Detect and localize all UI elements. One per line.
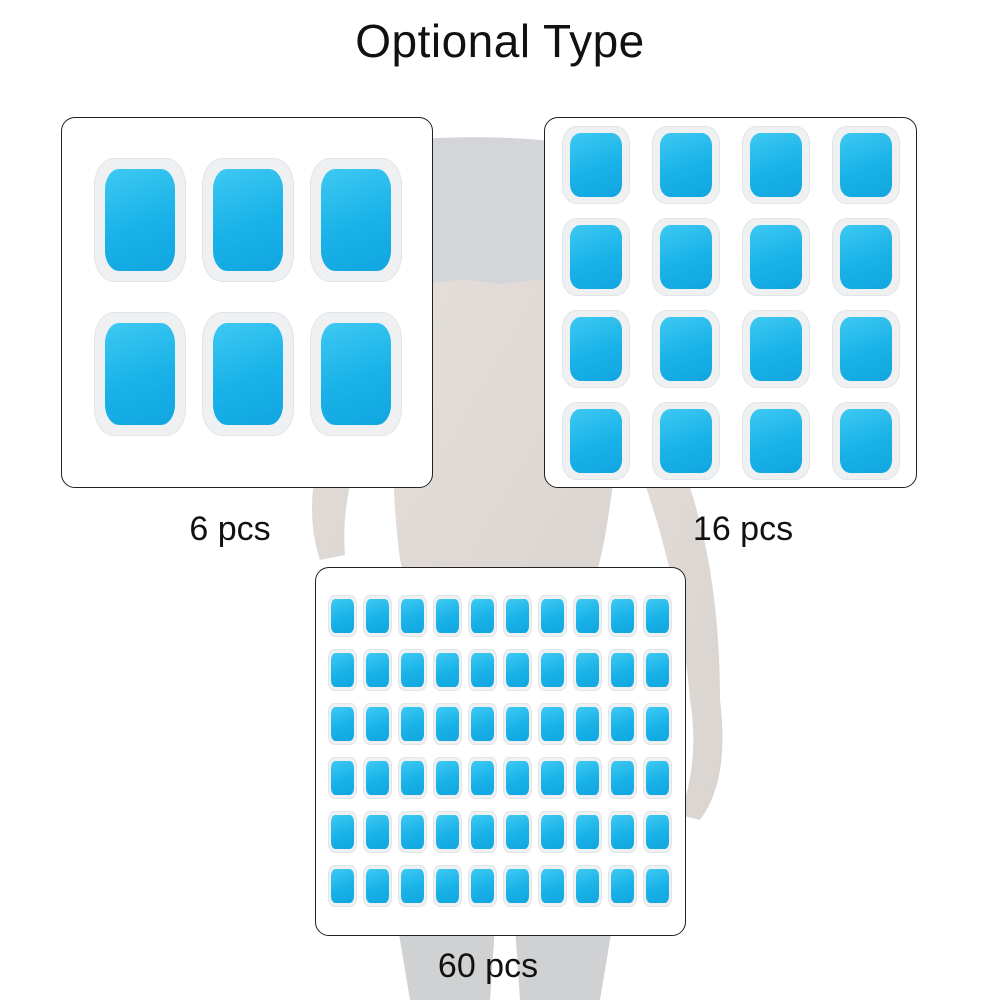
gel-pad [643,649,672,691]
gel-pad [398,703,427,745]
gel-pad [608,595,637,637]
gel-pad [832,310,900,388]
gel-pad [538,595,567,637]
gel-pad [398,649,427,691]
gel-pad [468,703,497,745]
gel-pad [573,865,602,907]
gel-pad [503,649,532,691]
gel-pad [468,865,497,907]
gel-pad [433,595,462,637]
gel-pad [742,402,810,480]
gel-pad [398,595,427,637]
gel-pad [310,158,402,282]
gel-pad [832,402,900,480]
gel-pad [433,703,462,745]
gel-pad [538,757,567,799]
gel-pad [538,703,567,745]
gel-pad [328,811,357,853]
gel-pad [608,757,637,799]
gel-pad [503,811,532,853]
gel-pad [398,757,427,799]
gel-pad [363,649,392,691]
gel-pad [328,649,357,691]
gel-pad [363,811,392,853]
gel-pad [742,310,810,388]
gel-pad [652,310,720,388]
gel-pad [643,811,672,853]
gel-pad [538,865,567,907]
page-title: Optional Type [355,15,645,67]
gel-pad [503,757,532,799]
option-panel-60-pcs[interactable] [315,567,686,936]
gel-pad [562,310,630,388]
gel-pad [468,757,497,799]
gel-pad [608,649,637,691]
gel-pad [608,865,637,907]
gel-pad [363,595,392,637]
gel-pad [503,865,532,907]
gel-pad [643,757,672,799]
gel-pad [608,811,637,853]
gel-pad [573,757,602,799]
gel-pad [433,649,462,691]
gel-pad [468,811,497,853]
option-caption-6-pcs: 6 pcs [189,510,271,548]
gel-pad [202,158,294,282]
gel-pad [538,649,567,691]
gel-pad [643,703,672,745]
gel-pad [742,218,810,296]
gel-pad [468,649,497,691]
gel-pad [328,757,357,799]
gel-pad [363,757,392,799]
gel-pad [433,757,462,799]
gel-pad [742,126,810,204]
gel-pad [652,402,720,480]
option-panel-6-pcs[interactable] [61,117,433,488]
gel-pad [562,402,630,480]
gel-pad [363,703,392,745]
gel-pad [433,865,462,907]
gel-pad [832,126,900,204]
gel-pad [573,811,602,853]
gel-pad [643,865,672,907]
gel-pad [94,312,186,436]
gel-pad [608,703,637,745]
gel-pad [328,595,357,637]
gel-pad [363,865,392,907]
gel-pad [328,865,357,907]
gel-pad [398,811,427,853]
gel-pad [503,595,532,637]
gel-pad [652,126,720,204]
gel-pad [328,703,357,745]
gel-pad [643,595,672,637]
gel-pad [562,218,630,296]
option-caption-16-pcs: 16 pcs [692,510,794,548]
gel-pad [562,126,630,204]
gel-pad [573,703,602,745]
gel-pad [503,703,532,745]
gel-pad [433,811,462,853]
gel-pad [652,218,720,296]
gel-pad [832,218,900,296]
gel-pad [538,811,567,853]
option-caption-60-pcs: 60 pcs [437,947,539,985]
gel-pad [202,312,294,436]
option-panel-16-pcs[interactable] [544,117,917,488]
gel-pad [468,595,497,637]
gel-pad [573,595,602,637]
gel-pad [398,865,427,907]
gel-pad [573,649,602,691]
gel-pad [310,312,402,436]
gel-pad [94,158,186,282]
